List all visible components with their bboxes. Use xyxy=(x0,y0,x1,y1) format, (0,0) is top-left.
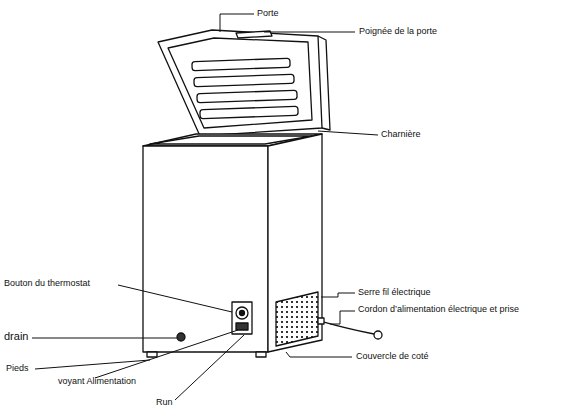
part-label: Poignée de la porte xyxy=(359,26,437,37)
part-label: Bouton du thermostat xyxy=(4,278,90,289)
part-label: Pieds xyxy=(6,363,29,374)
part-label: Charnière xyxy=(381,129,421,140)
part-label: Porte xyxy=(257,8,279,19)
part-label: Serre fil électrique xyxy=(358,287,431,298)
part-label: voyant Alimentation xyxy=(58,376,136,387)
part-label: Cordon d’alimentation électrique et pris… xyxy=(358,304,538,315)
part-label: Run xyxy=(156,397,173,408)
part-label: Couvercle de coté xyxy=(356,351,429,362)
part-label: drain xyxy=(4,331,28,342)
